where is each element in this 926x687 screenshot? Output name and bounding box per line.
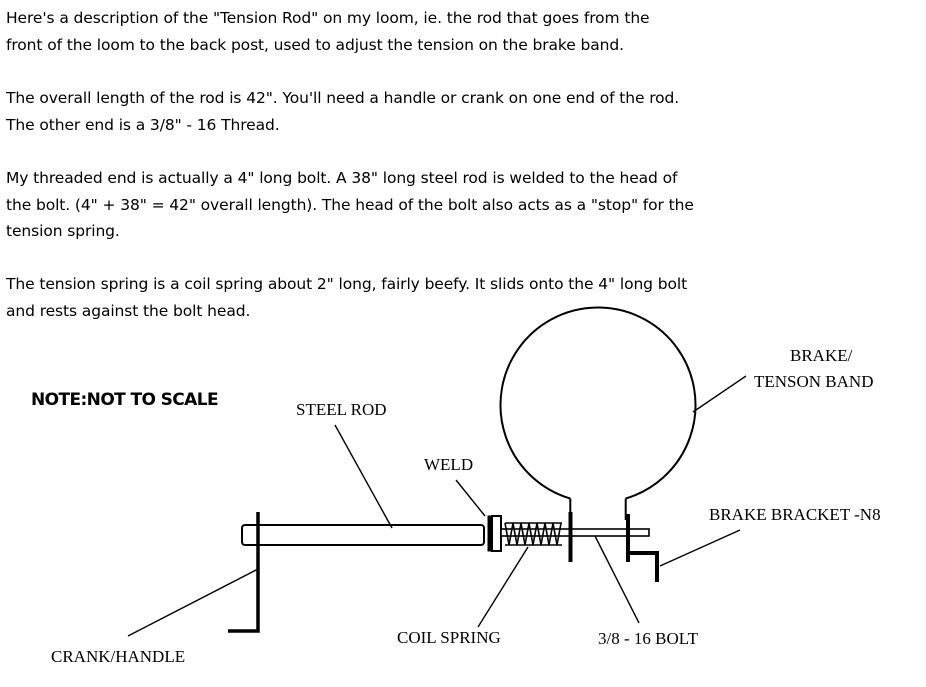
label-bolt: 3/8 - 16 BOLT — [598, 629, 698, 648]
text-line: The overall length of the rod is 42". Yo… — [6, 89, 680, 107]
text-line: Here's a description of the "Tension Rod… — [6, 9, 650, 27]
text-line: and rests against the bolt head. — [6, 301, 251, 320]
leader-crank — [127, 568, 259, 637]
paragraph-length: The overall length of the rod is 42". Yo… — [6, 85, 679, 138]
label-brake-line1: BRAKE/ — [790, 346, 853, 365]
label-brake-line2: TENSON BAND — [754, 372, 874, 391]
crank-handle — [228, 512, 260, 633]
text-line: the bolt. (4" + 38" = 42" overall length… — [6, 195, 694, 214]
coil-spring — [504, 522, 562, 546]
label-weld: WELD — [424, 455, 474, 474]
bracket-foot — [628, 551, 659, 582]
note-label: NOTE:NOT TO SCALE — [31, 390, 219, 410]
text-line: front of the loom to the back post, used… — [6, 35, 624, 54]
leader-coil — [477, 546, 529, 628]
text-line: The tension spring is a coil spring abou… — [6, 275, 688, 293]
leader-weld — [455, 479, 486, 517]
text-line: My threaded end is actually a 4" long bo… — [6, 169, 678, 187]
leader-steel-rod — [334, 424, 393, 529]
label-crank-handle: CRANK/HANDLE — [51, 647, 186, 666]
text-line: The other end is a 3/8" - 16 Thread. — [6, 115, 280, 134]
leader-bracket — [659, 529, 741, 567]
leader-bolt — [594, 535, 640, 624]
label-steel-rod: STEEL ROD — [296, 400, 387, 419]
label-coil-spring: COIL SPRING — [397, 628, 501, 647]
paragraph-threaded-end: My threaded end is actually a 4" long bo… — [6, 165, 694, 245]
leader-brake — [692, 375, 747, 413]
paragraph-spring: The tension spring is a coil spring abou… — [6, 271, 687, 324]
text-line: tension spring. — [6, 222, 120, 240]
steel-rod — [241, 524, 485, 546]
brake-band — [499, 306, 697, 500]
bolt-shaft — [500, 528, 650, 537]
label-brake-bracket: BRAKE BRACKET -N8 — [709, 505, 881, 524]
bolt-head — [491, 515, 502, 552]
paragraph-intro: Here's a description of the "Tension Rod… — [6, 5, 650, 58]
